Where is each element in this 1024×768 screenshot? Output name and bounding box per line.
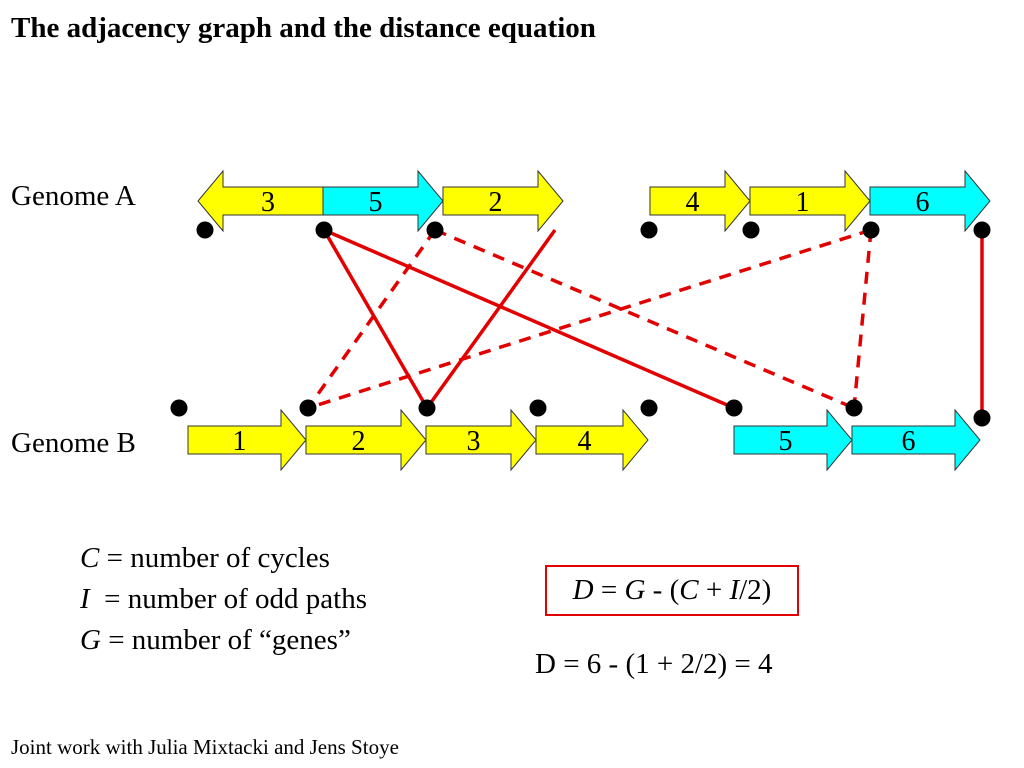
dashed-adjacency-edge — [306, 228, 437, 410]
genome-a-label: Genome A — [11, 180, 136, 212]
genome-b-genes: 1 2 3 4 5 6 — [187, 408, 981, 472]
genome-b-gene-2-label: 2 — [352, 426, 366, 457]
genome-b-gene-3-label: 3 — [467, 426, 481, 457]
genome-b-extremity-dot — [418, 399, 436, 417]
dashed-adjacency-edge — [852, 229, 873, 409]
genome-a-extremity-dot — [862, 221, 880, 239]
solid-adjacency-edge — [322, 229, 429, 409]
genome-b-extremity-dot — [529, 399, 547, 417]
distance-calculation: D = 6 - (1 + 2/2) = 4 — [535, 648, 773, 680]
distance-formula: D = G - (C + I/2) — [545, 565, 799, 616]
genome-a-gene-2-arrow — [442, 169, 564, 233]
genome-b-extremity-dot — [299, 399, 317, 417]
genome-a-genes: 3 5 2 4 1 6 — [197, 169, 991, 233]
definition-i: I = number of odd paths — [80, 583, 367, 615]
genome-a-gene-5-label: 5 — [369, 187, 383, 218]
genome-a-gene-3-label: 3 — [261, 187, 275, 218]
genome-a-gene-3-arrow — [197, 169, 324, 233]
genome-b-gene-3-arrow — [425, 408, 537, 472]
genome-a-extremity-dot — [315, 221, 333, 239]
genome-b-gene-4-label: 4 — [578, 426, 592, 457]
genome-a-gene-1-label: 1 — [796, 187, 810, 218]
genome-a-extremity-dot — [426, 221, 444, 239]
genome-b-gene-5-arrow — [733, 408, 853, 472]
genome-b-gene-1-label: 1 — [233, 426, 247, 457]
definitions: C = number of cycles I = number of odd p… — [80, 538, 367, 661]
definition-g: G = number of “genes” — [80, 624, 351, 656]
genome-a-gene-4-arrow — [649, 169, 751, 233]
page-title: The adjacency graph and the distance equ… — [11, 12, 596, 44]
solid-adjacency-edge — [323, 228, 735, 410]
definition-c: C = number of cycles — [80, 542, 330, 574]
genome-a-extremity-dot — [973, 221, 991, 239]
adjacency-edges — [306, 228, 984, 418]
genome-a-gene-6-arrow — [869, 169, 991, 233]
genome-b-extremity-dot — [170, 399, 188, 417]
genome-b-extremity-dot — [640, 399, 658, 417]
genome-b-gene-1-arrow — [187, 408, 307, 472]
genome-a-gene-5-arrow — [322, 169, 444, 233]
genome-a-extremity-dot — [196, 221, 214, 239]
genome-b-extremity-dot — [725, 399, 743, 417]
genome-b-gene-2-arrow — [305, 408, 427, 472]
genome-a-gene-4-label: 4 — [686, 187, 700, 218]
genome-a-gene-6-label: 6 — [916, 187, 930, 218]
extremity-dots — [170, 221, 991, 427]
genome-a-gene-2-label: 2 — [489, 187, 503, 218]
genome-a-gene-1-arrow — [749, 169, 871, 233]
genome-a-extremity-dot — [742, 221, 760, 239]
genome-a-extremity-dot — [640, 221, 658, 239]
dashed-adjacency-edge — [434, 228, 855, 410]
footer-credit: Joint work with Julia Mixtacki and Jens … — [11, 735, 399, 759]
solid-adjacency-edge — [425, 228, 557, 410]
genome-b-gene-6-arrow — [851, 408, 981, 472]
genome-b-extremity-dot — [845, 399, 863, 417]
genome-b-extremity-dot — [973, 409, 991, 427]
genome-b-label: Genome B — [11, 427, 136, 459]
genome-b-gene-6-label: 6 — [902, 426, 916, 457]
genome-b-gene-4-arrow — [535, 408, 649, 472]
dashed-adjacency-edge — [307, 228, 872, 410]
genome-b-gene-5-label: 5 — [779, 426, 793, 457]
